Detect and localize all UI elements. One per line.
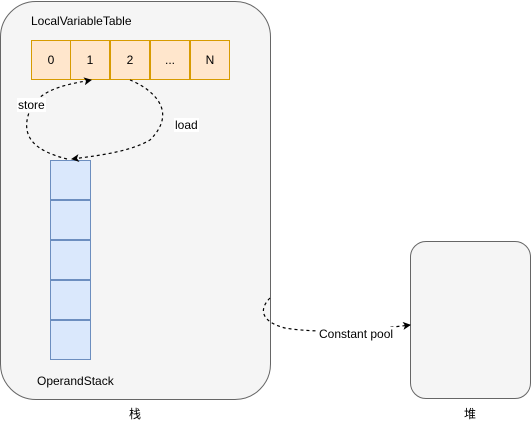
operand-stack-cell <box>50 160 91 200</box>
local-variable-slot: 1 <box>70 40 110 80</box>
stack-frame-label: 栈 <box>128 407 142 421</box>
heap-box <box>410 241 531 399</box>
heap-label: 堆 <box>463 407 477 421</box>
operand-stack-title: OperandStack <box>37 374 114 388</box>
store-label: store <box>17 98 46 112</box>
operand-stack-cell <box>50 320 91 360</box>
local-variable-slot: 0 <box>31 40 71 80</box>
operand-stack-cell <box>50 240 91 280</box>
load-label: load <box>174 118 199 132</box>
operand-stack-cell <box>50 200 91 240</box>
local-variable-slot: 2 <box>110 40 150 80</box>
local-variable-table-title: LocalVariableTable <box>31 14 132 28</box>
local-variable-slot: ... <box>150 40 190 80</box>
constant-pool-label: Constant pool <box>318 327 395 341</box>
local-variable-slot: N <box>190 40 230 80</box>
operand-stack-cell <box>50 280 91 320</box>
